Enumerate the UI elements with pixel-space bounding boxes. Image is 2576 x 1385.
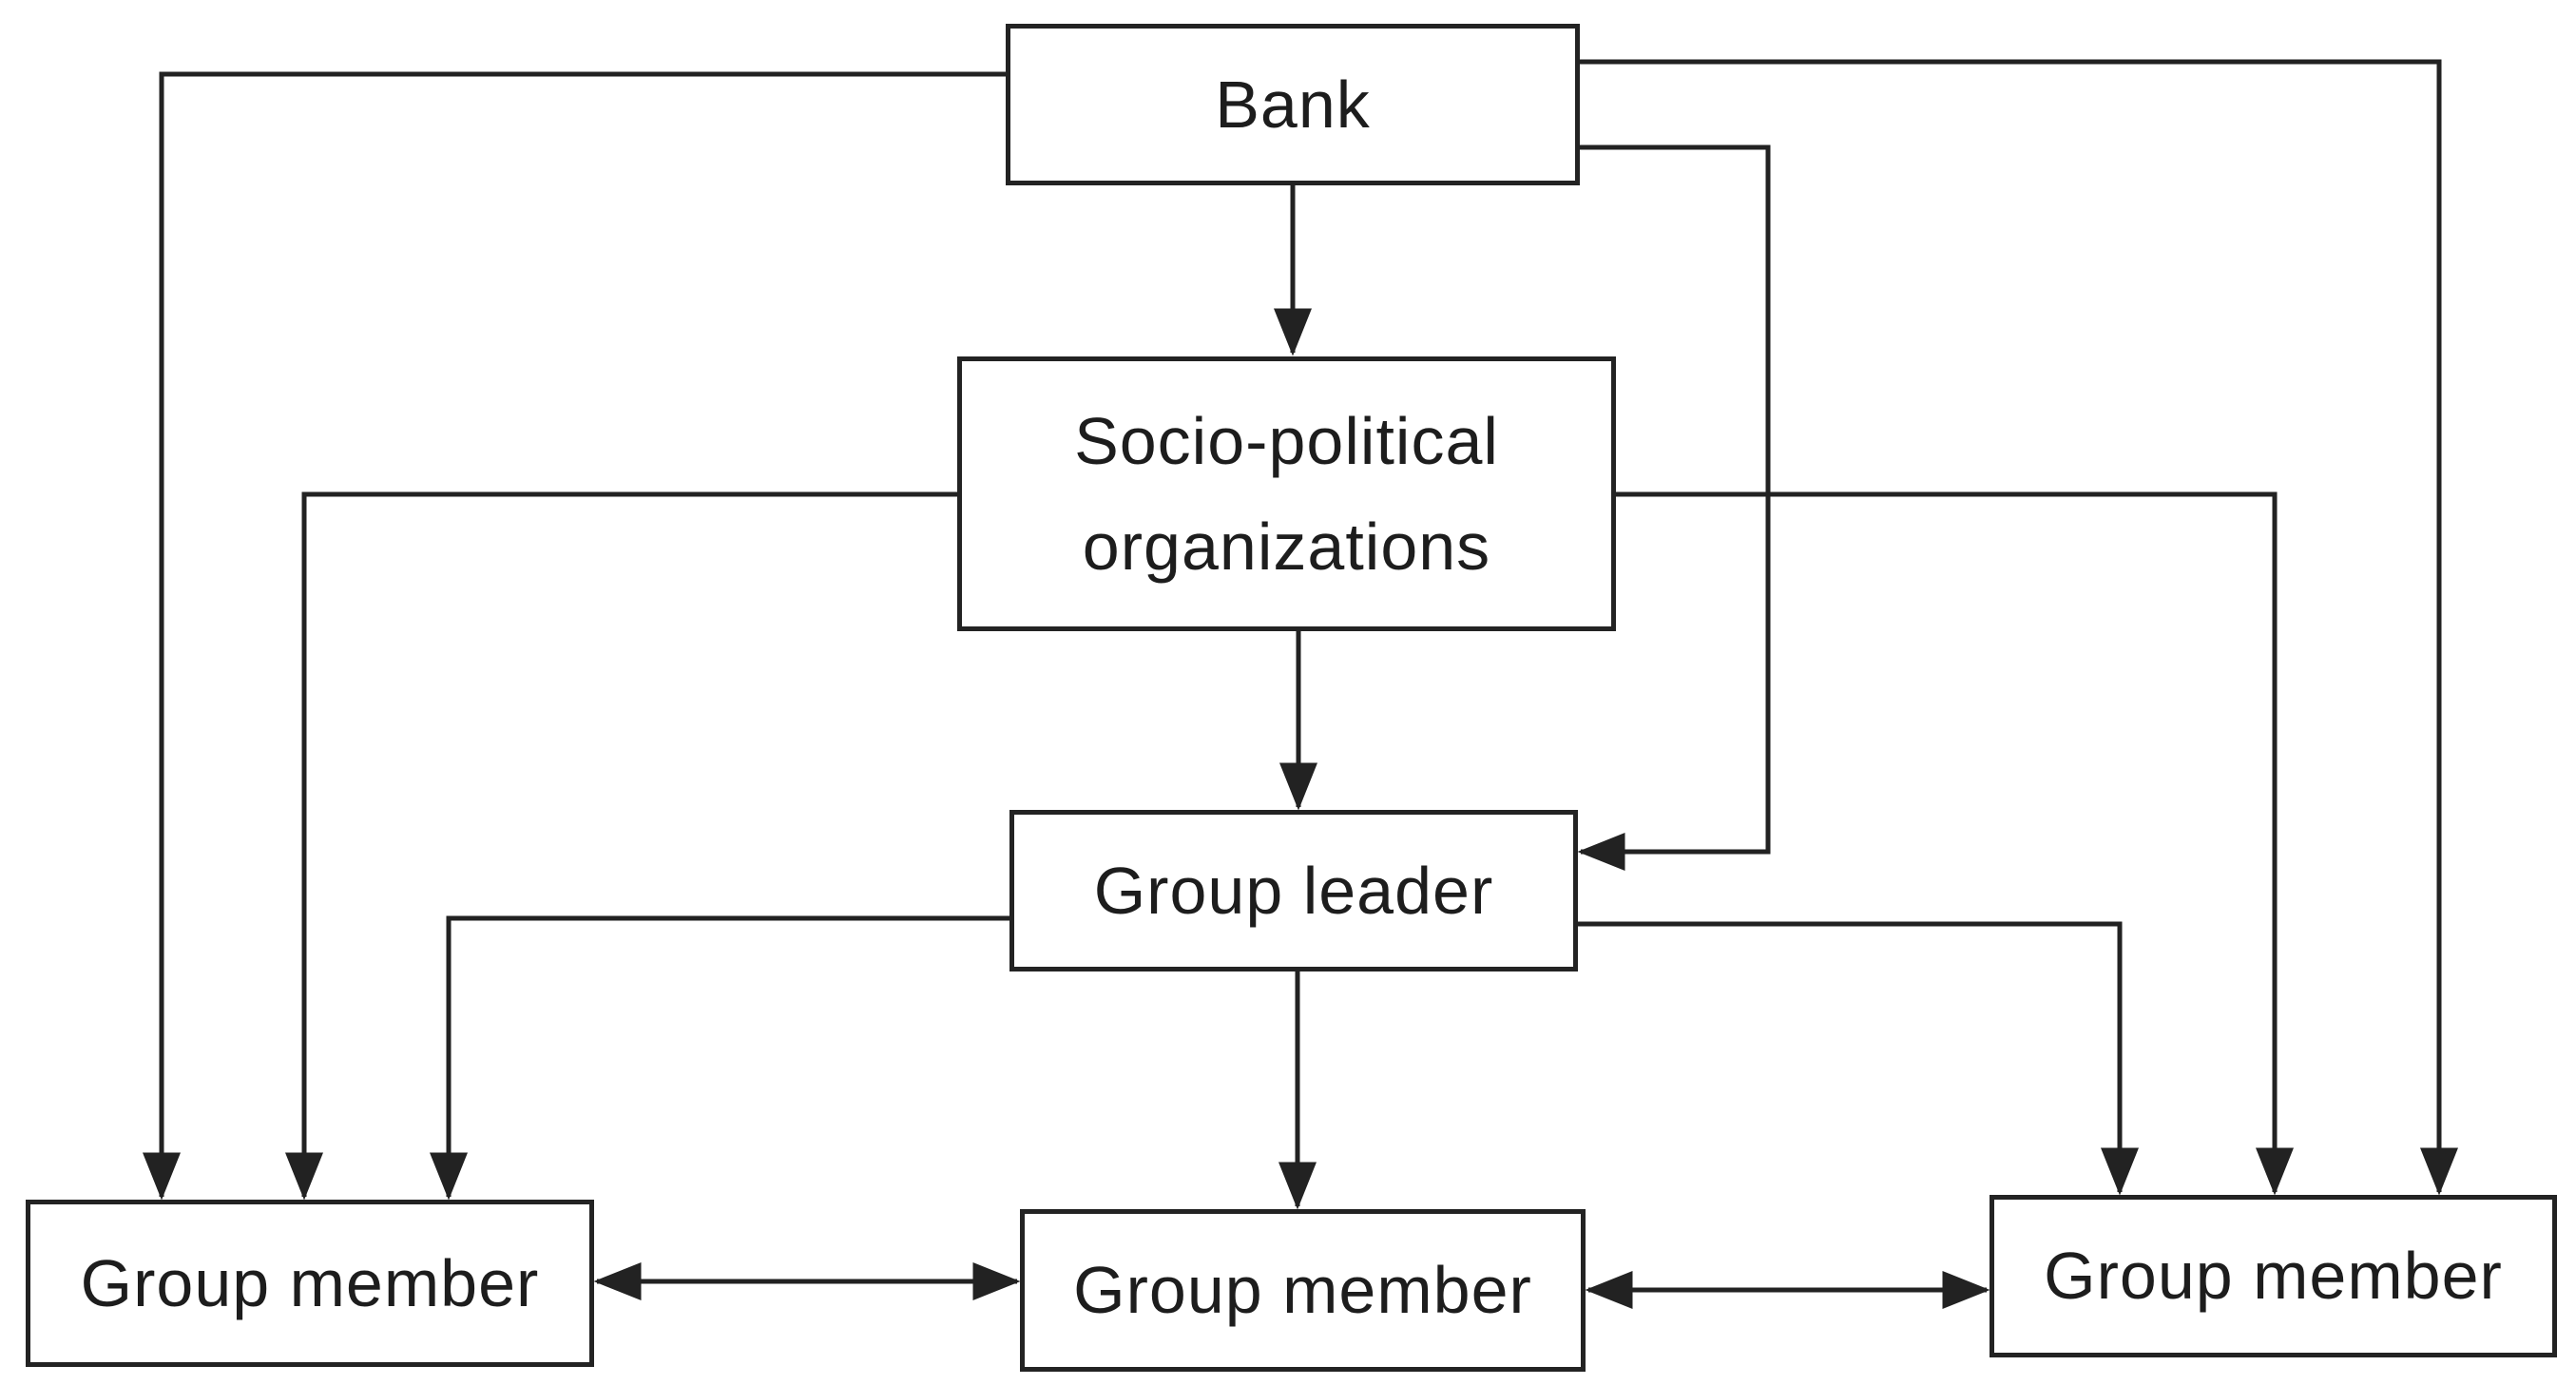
node-group-member-right: Group member [1990,1195,2557,1357]
node-socio-political-organizations: Socio-political organizations [957,356,1616,631]
edge-bank-to-leader [1577,144,1771,871]
node-group-member-center: Group member [1020,1209,1586,1372]
edge-leader-to-member-left [430,915,1011,1201]
node-socio-political-organizations-label: Socio-political organizations [1074,403,1499,584]
edge-socio-to-member-right [1614,491,2294,1196]
edge-bank-to-member-right [1578,59,2458,1196]
node-bank-label: Bank [1215,67,1371,142]
node-bank: Bank [1006,24,1580,185]
node-group-member-left: Group member [26,1200,594,1367]
node-group-member-center-label: Group member [1073,1253,1532,1328]
node-group-member-left-label: Group member [80,1245,540,1320]
edge-socio-to-member-left [285,491,959,1201]
node-group-member-right-label: Group member [2044,1239,2503,1314]
edge-bank-to-member-left [143,71,1008,1201]
node-group-leader-label: Group leader [1093,853,1494,928]
edge-leader-to-member-right [1576,921,2139,1196]
node-group-leader: Group leader [1009,810,1578,971]
